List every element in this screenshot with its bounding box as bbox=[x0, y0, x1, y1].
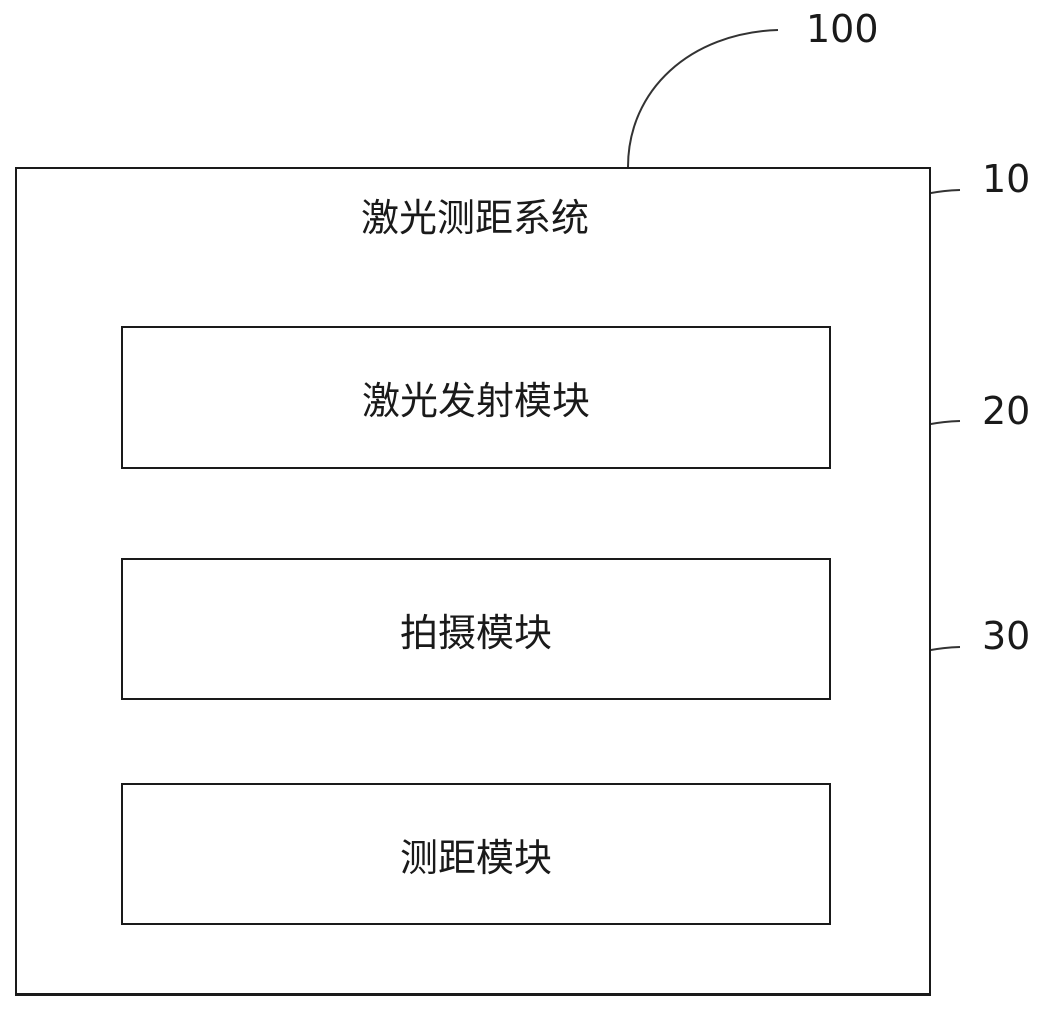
module-label: 激光发射模块 bbox=[361, 379, 590, 423]
ref-label-30: 30 bbox=[982, 614, 1031, 658]
module-camera: 拍摄模块 bbox=[121, 558, 831, 700]
module-laser-emitter: 激光发射模块 bbox=[121, 326, 831, 469]
leader-line-100 bbox=[627, 29, 779, 168]
ref-label-100: 100 bbox=[806, 7, 879, 51]
system-title: 激光测距系统 bbox=[360, 196, 589, 240]
ref-label-10: 10 bbox=[982, 157, 1031, 201]
module-ranging: 测距模块 bbox=[121, 783, 831, 925]
ref-label-20: 20 bbox=[982, 389, 1031, 433]
module-label: 测距模块 bbox=[399, 835, 552, 880]
module-label: 拍摄模块 bbox=[399, 610, 552, 655]
